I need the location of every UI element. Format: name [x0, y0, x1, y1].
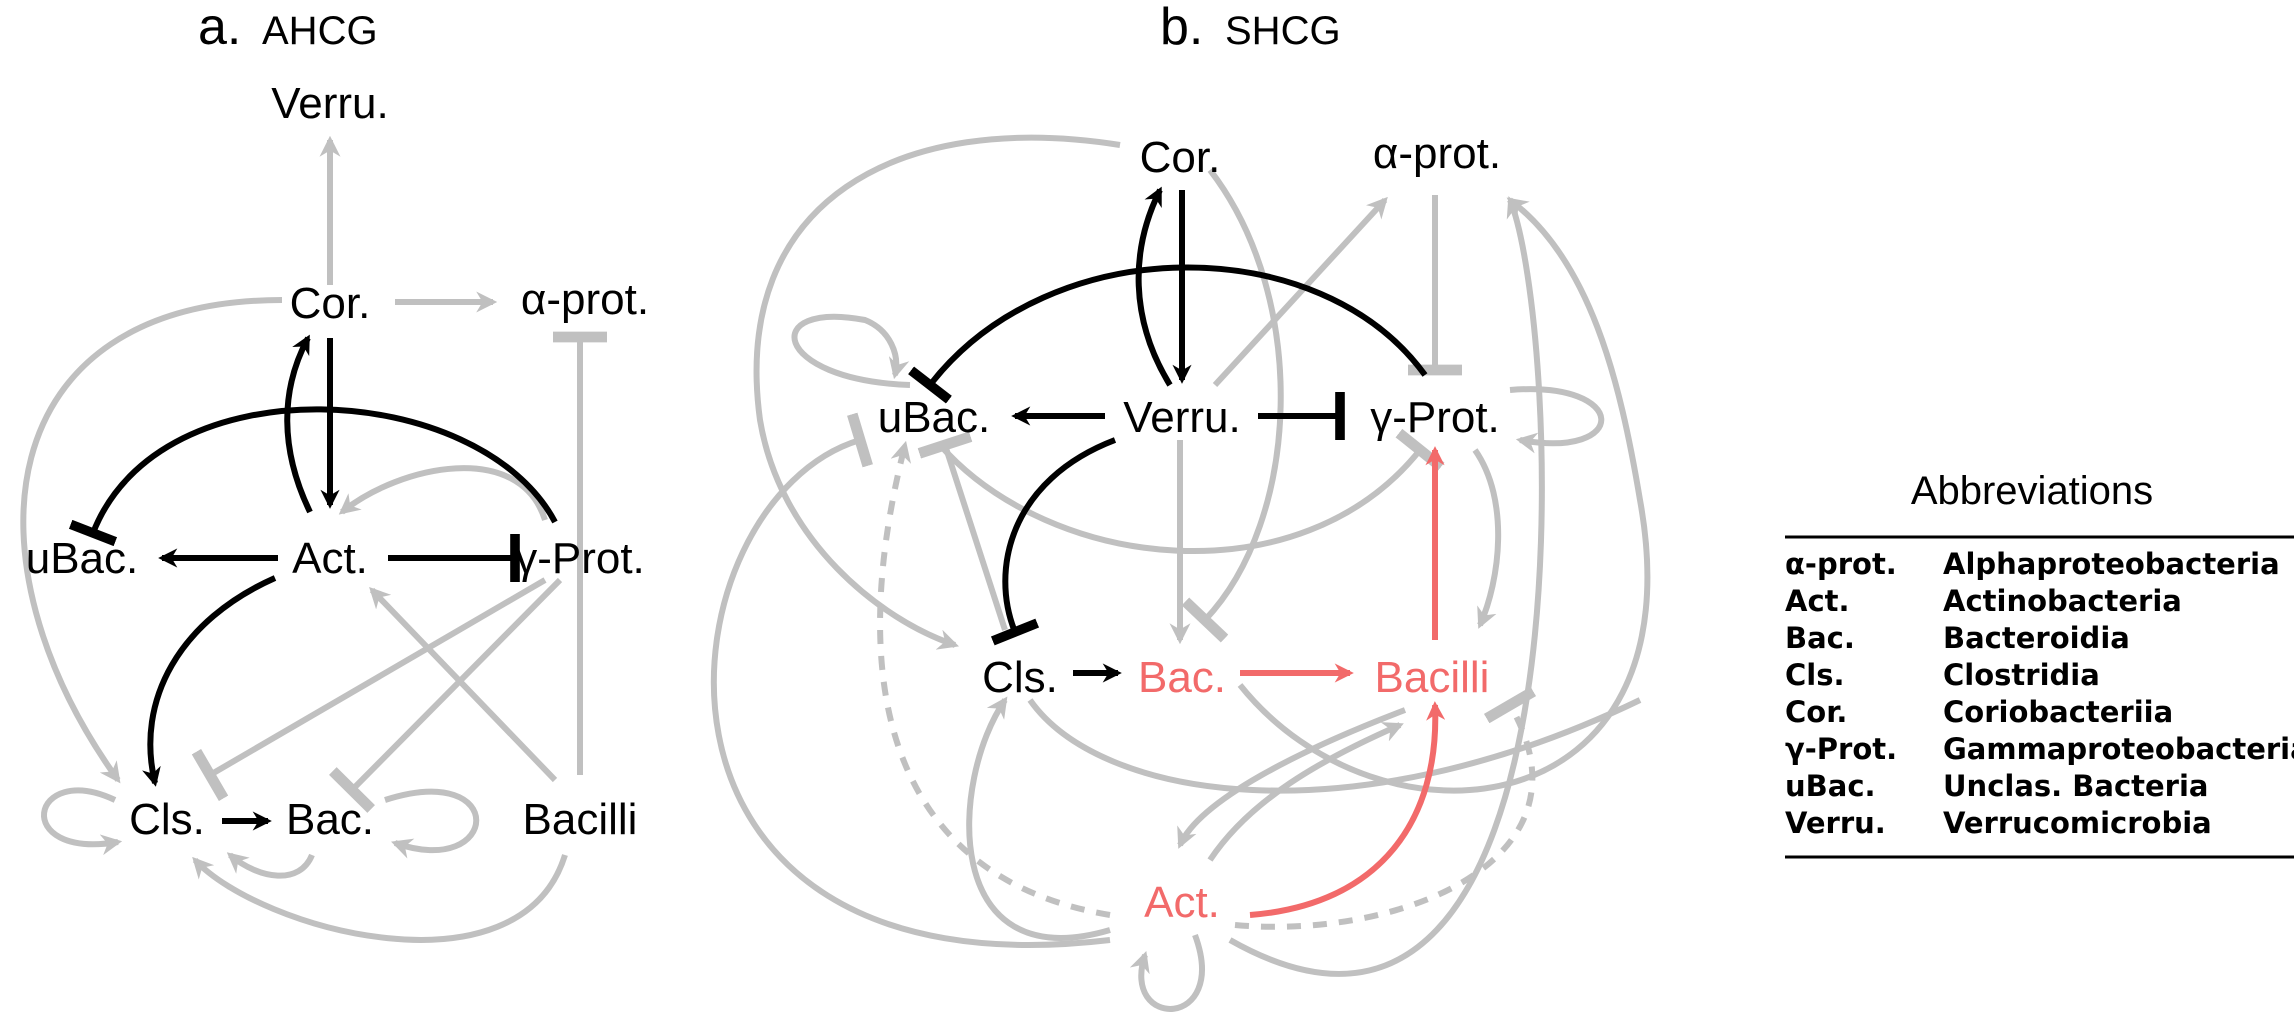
edge-b-cls-ubac — [917, 431, 1008, 631]
node-a-gamma: γ-Prot. — [515, 534, 645, 583]
node-a-verru: Verru. — [271, 79, 388, 128]
row-abbr: Bac. — [1785, 621, 1855, 655]
edge-gamma-bac — [329, 577, 563, 813]
edge-act-cor — [284, 334, 313, 514]
edge-b-act-ubac-dashed — [877, 440, 1111, 918]
edge-gamma-act — [338, 465, 548, 521]
edge-b-bacilli-act — [1177, 707, 1407, 849]
edge-b-act-ubac — [711, 412, 1111, 948]
table-row: Bac. Bacteroidia — [1785, 621, 2130, 655]
edge-b-act-bacilli — [1249, 701, 1446, 918]
node-a-ubac: uBac. — [26, 534, 139, 583]
row-full: Bacteroidia — [1943, 621, 2130, 655]
edge-b-verru-cls — [990, 437, 1117, 646]
abbreviations-table: Abbreviations α-prot. Alphaproteobacteri… — [1785, 469, 2294, 859]
table-row: α-prot. Alphaproteobacteria — [1785, 547, 2280, 581]
edge-act-cls — [142, 575, 277, 787]
node-a-bacilli: Bacilli — [523, 795, 638, 844]
edge-b-ubac-self — [791, 313, 911, 388]
edge-cor-cls — [20, 297, 283, 784]
edge-bacilli-cls — [192, 854, 568, 943]
node-b-ubac: uBac. — [878, 393, 991, 442]
panel-a-edges — [20, 135, 607, 943]
row-full: Clostridia — [1943, 658, 2100, 692]
edge-b-cor-bacilli — [1181, 168, 1284, 643]
row-abbr: α-prot. — [1785, 547, 1897, 581]
node-b-bacilli: Bacilli — [1375, 653, 1490, 702]
edge-b-cls-act-arc — [1027, 697, 1642, 794]
panel-b-nodes: Cor. α-prot. uBac. Verru. γ-Prot. Cls. B… — [878, 129, 1501, 927]
table-row: Cor. Coriobacteriia — [1785, 695, 2173, 729]
panel-a: a. AHCG Verru. Cor. — [20, 0, 649, 943]
panel-a-letter: a. — [198, 0, 241, 56]
panel-b-letter: b. — [1160, 0, 1203, 56]
node-b-gamma: γ-Prot. — [1370, 393, 1500, 442]
node-b-bac: Bac. — [1138, 653, 1226, 702]
edge-bacilli-act — [369, 586, 558, 783]
row-abbr: Verru. — [1785, 806, 1886, 840]
row-full: Gammaproteobacteria — [1943, 732, 2294, 766]
row-abbr: uBac. — [1785, 769, 1876, 803]
edge-b-act-self — [1129, 933, 1205, 1012]
row-full: Unclas. Bacteria — [1943, 769, 2208, 803]
edge-b-act-bacilli-grey — [1207, 722, 1404, 862]
edge-gamma-cls — [191, 577, 547, 802]
node-a-bac: Bac. — [286, 795, 374, 844]
edge-b-verru-cor — [1135, 186, 1173, 387]
edge-b-act-bacilli-dashed — [1234, 686, 1537, 930]
row-full: Actinobacteria — [1943, 584, 2182, 618]
node-b-cls: Cls. — [982, 653, 1058, 702]
table-row: uBac. Unclas. Bacteria — [1785, 769, 2208, 803]
table-row: γ-Prot. Gammaproteobacteria — [1785, 732, 2294, 766]
edge-cls-self — [41, 787, 123, 856]
edge-b-gamma-bacilli — [1472, 448, 1502, 629]
node-a-act: Act. — [292, 534, 368, 583]
edge-b-verru-alpha — [1212, 196, 1388, 388]
edge-bac-cls — [226, 852, 315, 879]
row-abbr: γ-Prot. — [1785, 732, 1897, 766]
row-full: Coriobacteriia — [1943, 695, 2173, 729]
edge-b-ubac-bacilli-arc — [937, 428, 1445, 554]
node-b-alpha: α-prot. — [1373, 129, 1501, 178]
panel-a-name: AHCG — [262, 9, 378, 53]
table-row: Act. Actinobacteria — [1785, 584, 2182, 618]
row-full: Alphaproteobacteria — [1943, 547, 2280, 581]
panel-a-nodes: Verru. Cor. α-prot. uBac. Act. γ-Prot. C… — [26, 79, 649, 844]
panel-b: b. SHCG — [711, 0, 1651, 1012]
edge-b-act-cls — [966, 696, 1111, 941]
node-a-cor: Cor. — [290, 279, 371, 328]
abbreviations-title: Abbreviations — [1911, 469, 2153, 513]
node-b-act: Act. — [1144, 878, 1220, 927]
row-abbr: Cor. — [1785, 695, 1847, 729]
edge-b-bacilli-cls-arc — [1237, 197, 1651, 794]
node-b-cor: Cor. — [1140, 133, 1221, 182]
table-row: Cls. Clostridia — [1785, 658, 2100, 692]
row-abbr: Cls. — [1785, 658, 1845, 692]
table-row: Verru. Verrucomicrobia — [1785, 806, 2212, 840]
node-a-cls: Cls. — [129, 795, 205, 844]
edge-b-gamma-ubac — [908, 264, 1428, 404]
panel-b-edges — [711, 134, 1651, 1012]
edge-bac-self — [384, 788, 480, 859]
row-full: Verrucomicrobia — [1943, 806, 2212, 840]
edge-b-cor-cls — [753, 134, 1121, 650]
node-a-alpha: α-prot. — [521, 275, 649, 324]
edge-gamma-ubac — [68, 406, 558, 547]
row-abbr: Act. — [1785, 584, 1850, 618]
edge-b-gamma-self — [1509, 386, 1605, 454]
node-b-verru: Verru. — [1123, 393, 1240, 442]
panel-b-name: SHCG — [1225, 9, 1341, 53]
